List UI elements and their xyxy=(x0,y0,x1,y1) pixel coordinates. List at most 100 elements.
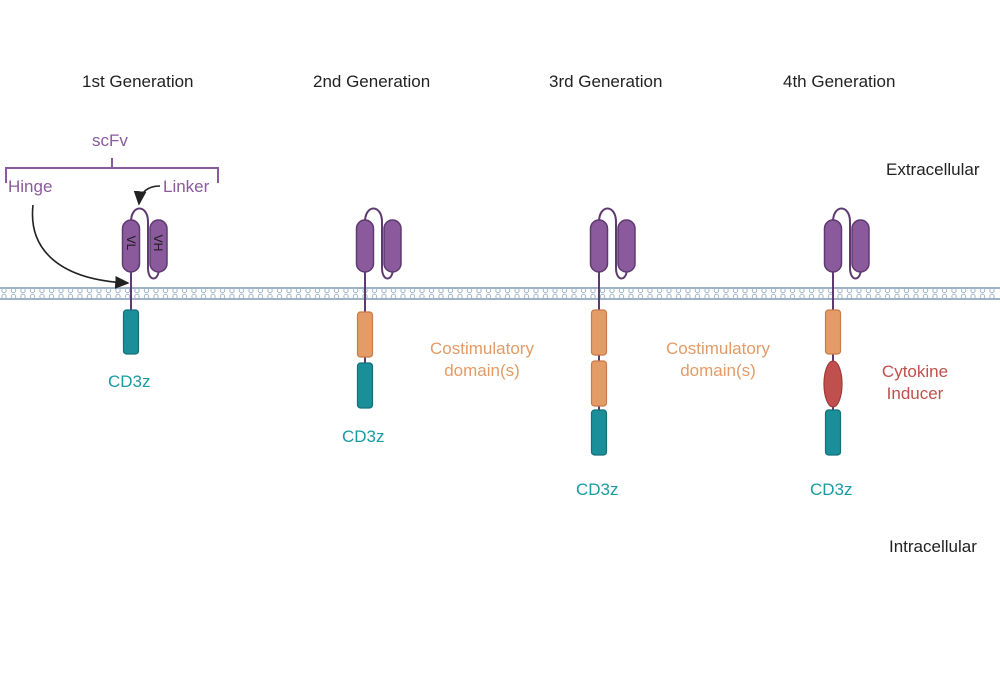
lipid-head xyxy=(723,293,729,300)
lipid-head xyxy=(580,287,587,294)
lipid-head xyxy=(400,293,406,300)
lipid-head xyxy=(381,293,387,300)
lipid-head xyxy=(865,293,872,300)
lipid-head xyxy=(105,293,112,300)
linker-arrow xyxy=(133,185,161,206)
lipid-head xyxy=(48,287,55,294)
lipid-head xyxy=(409,293,416,300)
lipid-head xyxy=(837,293,843,300)
lipid-head xyxy=(447,287,454,294)
costimulatory-line-1: Costimulatory xyxy=(666,339,770,358)
lipid-head xyxy=(523,287,530,294)
lipid-head xyxy=(324,287,330,294)
costimulatory-domain xyxy=(824,309,842,355)
lipid-head xyxy=(751,287,758,294)
lipid-head xyxy=(495,293,501,300)
lipid-head xyxy=(542,287,549,294)
lipid-head xyxy=(723,287,729,294)
lipid-head xyxy=(666,287,672,294)
generation-title-2: 2nd Generation xyxy=(313,72,431,91)
lipid-head xyxy=(77,293,83,300)
lipid-head xyxy=(419,293,425,300)
lipid-head xyxy=(751,293,758,300)
lipid-head xyxy=(713,287,720,294)
lipid-head xyxy=(191,287,197,294)
lipid-head xyxy=(10,287,17,294)
lipid-head xyxy=(286,293,292,300)
lipid-head xyxy=(533,293,539,300)
lipid-head xyxy=(799,293,805,300)
lipid-head xyxy=(10,293,17,300)
lipid-head xyxy=(618,287,625,294)
lipid-head xyxy=(172,293,178,300)
linker-loop xyxy=(364,207,394,280)
lipid-head xyxy=(409,287,416,294)
lipid-head xyxy=(286,287,292,294)
lipid-head xyxy=(438,293,444,300)
lipid-head xyxy=(485,287,492,294)
lipid-head xyxy=(457,287,463,294)
lipid-head xyxy=(295,287,302,294)
lipid-head xyxy=(609,287,615,294)
vl-domain xyxy=(823,219,843,273)
cytokine-line-2: Inducer xyxy=(886,384,944,403)
lipid-head xyxy=(989,287,995,294)
lipid-head xyxy=(343,287,349,294)
lipid-head xyxy=(153,287,159,294)
lipid-head xyxy=(675,293,682,300)
lipid-head xyxy=(162,287,169,294)
lipid-head xyxy=(561,293,568,300)
generation-title-4: 4th Generation xyxy=(783,72,896,91)
lipid-head xyxy=(39,287,45,294)
lipid-head xyxy=(400,287,406,294)
lipid-head xyxy=(780,293,786,300)
lipid-head xyxy=(305,287,311,294)
lipid-head xyxy=(808,287,815,294)
lipid-head xyxy=(20,293,26,300)
lipid-head xyxy=(590,293,596,300)
lipid-head xyxy=(1,287,7,294)
cd3z-label-3: CD3z xyxy=(576,480,619,499)
lipid-head xyxy=(295,293,302,300)
vh-domain xyxy=(149,219,168,273)
lipid-head xyxy=(105,287,112,294)
lipid-head xyxy=(656,293,663,300)
lipid-head xyxy=(210,287,216,294)
lipid-head xyxy=(248,287,254,294)
lipid-head xyxy=(685,293,691,300)
lipid-head xyxy=(856,293,862,300)
lipid-head xyxy=(913,293,919,300)
lipid-head xyxy=(732,293,739,300)
lipid-head xyxy=(181,293,188,300)
lipid-head xyxy=(647,287,653,294)
lipid-head xyxy=(267,287,273,294)
lipid-head xyxy=(951,293,957,300)
linker-loop xyxy=(130,207,160,280)
lipid-head xyxy=(533,287,539,294)
lipid-head xyxy=(656,287,663,294)
car-construct-4 xyxy=(823,207,870,456)
lipid-head xyxy=(618,293,625,300)
lipid-head xyxy=(561,287,568,294)
lipid-head xyxy=(590,287,596,294)
lipid-head xyxy=(58,293,64,300)
scfv-bracket xyxy=(5,158,219,183)
lipid-head xyxy=(267,293,273,300)
lipid-head xyxy=(352,287,359,294)
lipid-head xyxy=(381,287,387,294)
scfv-label: scFv xyxy=(92,131,128,150)
lipid-head xyxy=(191,293,197,300)
vh-domain xyxy=(383,219,402,273)
lipid-head xyxy=(694,293,701,300)
lipid-head xyxy=(333,287,340,294)
lipid-head xyxy=(476,287,482,294)
vl-label: VL xyxy=(124,235,138,251)
lipid-head xyxy=(153,293,159,300)
lipid-head xyxy=(628,293,634,300)
lipid-head xyxy=(884,287,891,294)
cd3z-domain xyxy=(356,362,374,409)
vl-domain xyxy=(121,219,141,273)
car-construct-1 xyxy=(121,207,168,355)
